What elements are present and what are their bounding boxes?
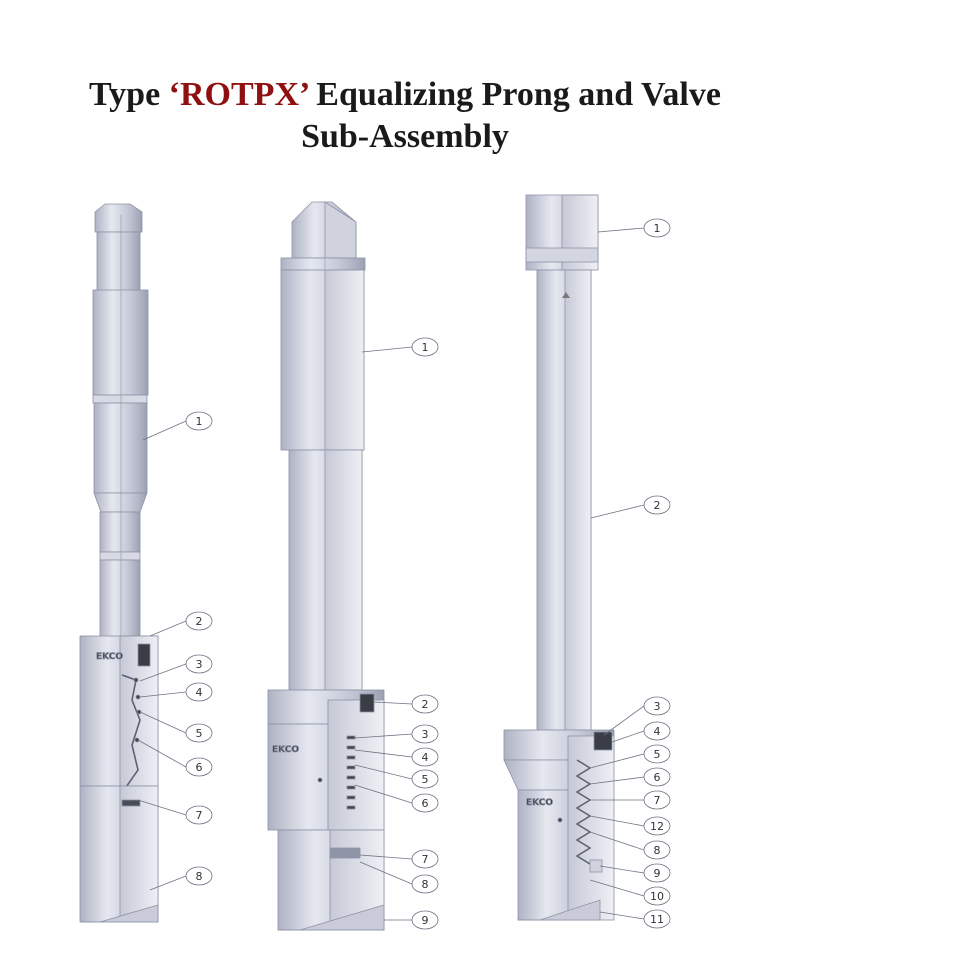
title-accent: ‘ROTPX’ <box>168 76 308 113</box>
right-callout-10: 10 <box>650 890 664 903</box>
middle-brand-label: EKCO <box>272 745 299 755</box>
left-callout-6: 6 <box>196 761 203 774</box>
left-callout-2: 2 <box>196 615 203 628</box>
right-callout-8: 8 <box>654 844 661 857</box>
left-callout-5: 5 <box>196 727 203 740</box>
left-callout-labels: 1 2 3 4 5 6 7 8 <box>196 415 203 883</box>
diagram-title: Type ‘ROTPX’ Equalizing Prong and Valve … <box>0 74 810 158</box>
middle-callout-8: 8 <box>422 878 429 891</box>
middle-callout-9: 9 <box>422 914 429 927</box>
right-callout-2: 2 <box>654 499 661 512</box>
middle-callout-7: 7 <box>422 853 429 866</box>
middle-callout-1: 1 <box>422 341 429 354</box>
left-callouts <box>137 411 213 891</box>
middle-callout-5: 5 <box>422 773 429 786</box>
title-suffix: Equalizing Prong and Valve <box>307 76 721 113</box>
right-callout-7: 7 <box>654 794 661 807</box>
left-assembly: EKCO <box>79 203 159 923</box>
middle-assembly: EKCO <box>267 201 385 931</box>
right-callout-1: 1 <box>654 222 661 235</box>
left-callout-8: 8 <box>196 870 203 883</box>
right-callout-6: 6 <box>654 771 661 784</box>
right-callout-12: 12 <box>650 820 664 833</box>
left-brand-label: EKCO <box>96 652 123 662</box>
right-callout-5: 5 <box>654 748 661 761</box>
middle-callout-labels: 1 2 3 4 5 6 7 8 9 <box>422 341 429 927</box>
right-callout-4: 4 <box>654 725 661 738</box>
left-callout-3: 3 <box>196 658 203 671</box>
middle-callout-4: 4 <box>422 751 429 764</box>
right-brand-label: EKCO <box>526 798 553 808</box>
right-callout-labels: 1 2 3 4 5 6 7 12 8 9 10 11 <box>650 222 664 926</box>
title-line2: Sub-Assembly <box>301 118 509 155</box>
middle-callout-3: 3 <box>422 728 429 741</box>
left-callout-1: 1 <box>196 415 203 428</box>
middle-callouts <box>354 337 439 930</box>
right-callout-9: 9 <box>654 867 661 880</box>
right-callouts <box>589 218 671 929</box>
right-callout-11: 11 <box>650 913 664 926</box>
left-callout-7: 7 <box>196 809 203 822</box>
middle-callout-6: 6 <box>422 797 429 810</box>
right-assembly: EKCO <box>503 194 615 921</box>
middle-callout-2: 2 <box>422 698 429 711</box>
right-callout-3: 3 <box>654 700 661 713</box>
title-prefix: Type <box>89 76 169 113</box>
left-callout-4: 4 <box>196 686 203 699</box>
